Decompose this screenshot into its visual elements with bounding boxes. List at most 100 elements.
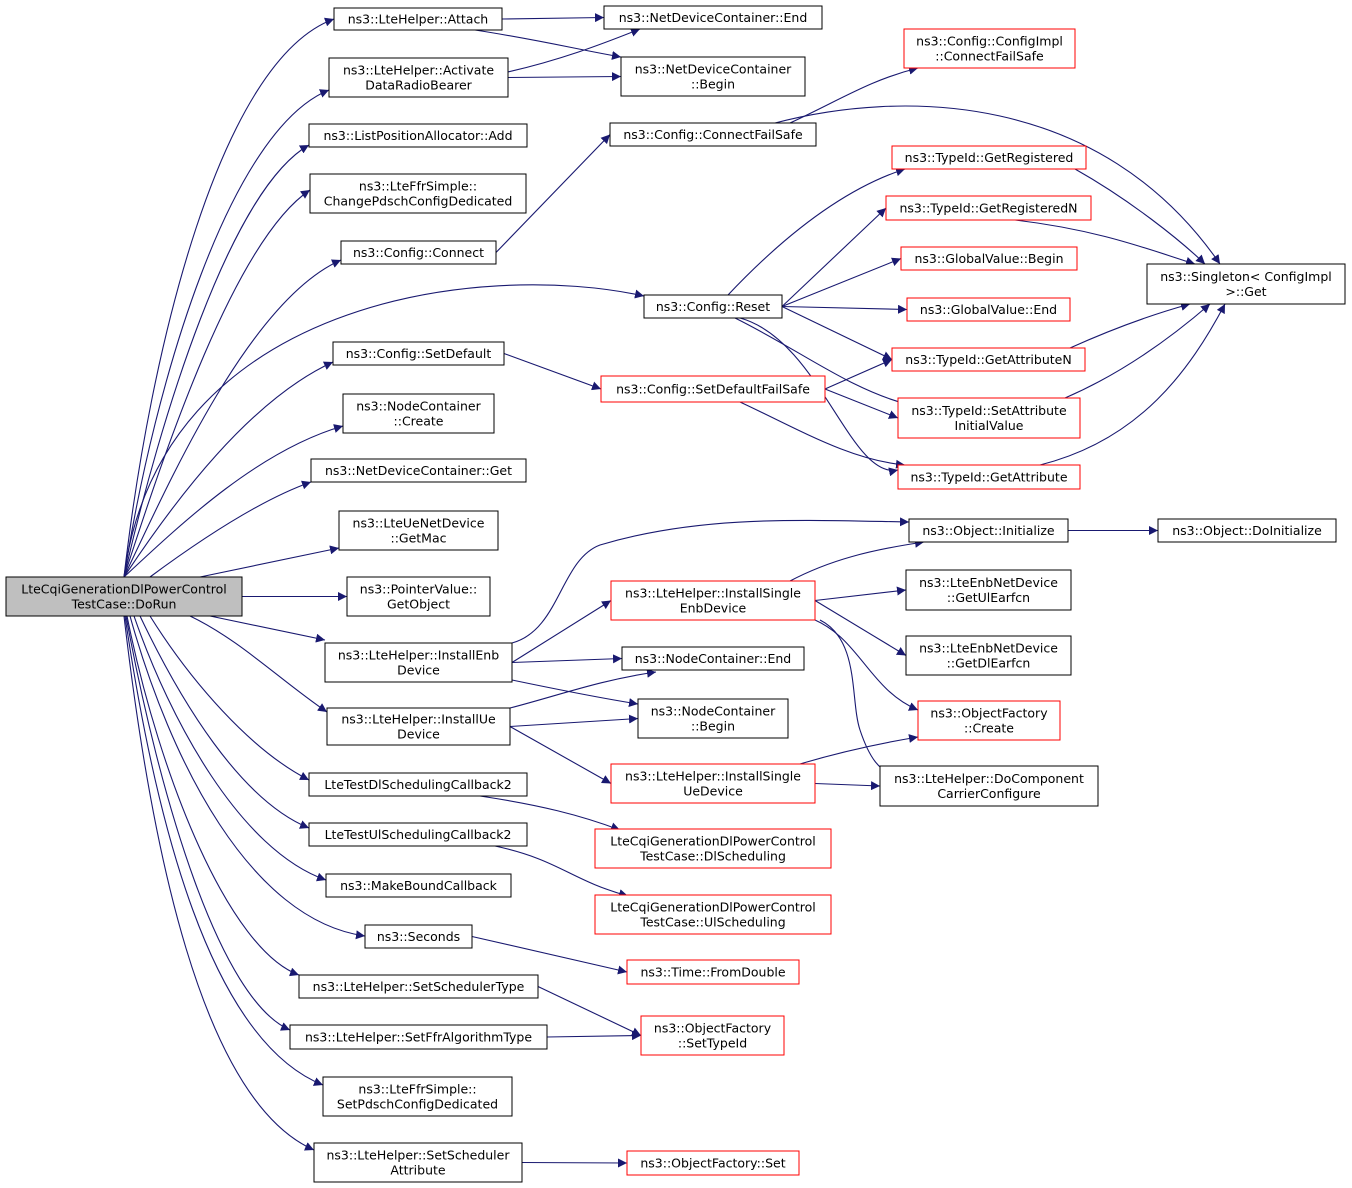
node-gv_begin[interactable]: ns3::GlobalValue::Begin [900,246,1078,271]
node-box [322,1076,513,1117]
node-cfg_connect[interactable]: ns3::Config::Connect [340,240,497,265]
node-cfgimpl_cfs[interactable]: ns3::Config::ConfigImpl::ConnectFailSafe [903,28,1076,69]
node-label-line: ns3::NodeContainer [651,704,776,719]
node-ffr_change[interactable]: ns3::LteFfrSimple::ChangePdschConfigDedi… [309,173,527,214]
node-cfg_sdfs[interactable]: ns3::Config::SetDefaultFailSafe [600,375,826,403]
node-box [309,173,527,214]
node-box [324,642,513,683]
node-nc_end[interactable]: ns3::NodeContainer::End [621,646,805,671]
node-seconds[interactable]: ns3::Seconds [364,924,473,949]
edge-activate-to-ndc_end [507,28,641,73]
node-of_settypeid[interactable]: ns3::ObjectFactory::SetTypeId [640,1015,785,1056]
node-set_ffr_type[interactable]: ns3::LteHelper::SetFfrAlgorithmType [289,1024,548,1050]
node-label-line: ns3::LteEnbNetDevice [919,575,1058,590]
node-label-line: ns3::TypeId::SetAttribute [911,403,1067,418]
node-set_sched_type[interactable]: ns3::LteHelper::SetSchedulerType [298,974,539,999]
node-ul_cb2[interactable]: LteTestUlSchedulingCallback2 [308,822,528,847]
node-enb_ulearfcn[interactable]: ns3::LteEnbNetDevice::GetUlEarfcn [905,569,1072,611]
edge-activate-to-ndc_begin [507,72,622,82]
node-enb_dlearfcn[interactable]: ns3::LteEnbNetDevice::GetDlEarfcn [905,635,1072,676]
node-label-line: ::SetTypeId [678,1036,747,1051]
edge-cfg_sdfs-to-tid_setattr [824,388,899,419]
edge-root-to-set_ffr_type [125,615,291,1031]
edge-install_ue-to-inst_single_ue [509,726,612,784]
node-attach[interactable]: ns3::LteHelper::Attach [333,7,503,31]
node-pv_getobj[interactable]: ns3::PointerValue::GetObject [346,576,491,617]
node-label-line: DataRadioBearer [365,78,472,93]
node-ffr_setpdsch[interactable]: ns3::LteFfrSimple::SetPdschConfigDedicat… [322,1076,513,1117]
node-cfg_cfs[interactable]: ns3::Config::ConnectFailSafe [609,122,817,147]
node-obj_init[interactable]: ns3::Object::Initialize [908,518,1069,543]
node-doccconf[interactable]: ns3::LteHelper::DoComponentCarrierConfig… [879,765,1099,807]
node-gv_end[interactable]: ns3::GlobalValue::End [906,297,1071,322]
node-box [603,5,823,30]
edge-cfg_setdefault-to-cfg_sdfs [503,352,602,391]
node-box [298,974,539,999]
edge-seconds-to-time_fromdouble [471,935,628,975]
edge-root-to-ue_getmac [199,545,340,578]
edge-root-to-lpa_add [123,144,310,578]
node-nc_create[interactable]: ns3::NodeContainer::Create [342,393,495,434]
node-of_set[interactable]: ns3::ObjectFactory::Set [626,1150,800,1176]
node-label-line: LteTestUlSchedulingCallback2 [325,827,512,842]
edge-cfg_reset-to-tid_setattr [734,317,911,408]
node-cfg_setdefault[interactable]: ns3::Config::SetDefault [332,341,505,366]
node-ulsched[interactable]: LteCqiGenerationDlPowerControlTestCase::… [594,894,832,935]
node-label-line: ns3::LteHelper::Activate [343,63,494,78]
edge-root-to-ffr_change [123,189,311,578]
node-box [342,393,495,434]
node-box [637,698,789,739]
node-ndc_begin[interactable]: ns3::NetDeviceContainer::Begin [620,56,806,97]
node-nc_begin[interactable]: ns3::NodeContainer::Begin [637,698,789,739]
node-tid_getattrn[interactable]: ns3::TypeId::GetAttributeN [891,347,1086,372]
node-label-line: ::Create [394,414,444,429]
node-box [1157,518,1337,543]
edge-ul_cb2-to-ulsched [494,845,629,898]
node-tid_getreg[interactable]: ns3::TypeId::GetRegistered [891,145,1087,170]
node-label-line: ns3::Config::SetDefaultFailSafe [616,382,810,397]
node-ndc_end[interactable]: ns3::NetDeviceContainer::End [603,5,823,30]
node-label-line: ::GetUlEarfcn [947,590,1030,605]
node-label-line: ns3::TypeId::GetAttributeN [905,352,1071,367]
node-dlsched[interactable]: LteCqiGenerationDlPowerControlTestCase::… [594,828,832,869]
node-root[interactable]: LteCqiGenerationDlPowerControlTestCase::… [5,576,243,617]
node-label-line: ::Begin [691,77,735,92]
node-box [308,772,528,797]
node-makebound[interactable]: ns3::MakeBoundCallback [325,873,512,898]
node-time_fromdouble[interactable]: ns3::Time::FromDouble [626,959,800,985]
node-label-line: ::GetDlEarfcn [947,656,1031,671]
node-label-line: ns3::ObjectFactory::Set [640,1156,785,1171]
node-tid_getattr[interactable]: ns3::TypeId::GetAttribute [897,464,1081,490]
edge-tid_getattr-to-singleton [1039,303,1226,466]
node-ue_getmac[interactable]: ns3::LteUeNetDevice::GetMac [338,510,499,551]
node-label-line: ChangePdschConfigDedicated [324,194,513,209]
node-box [903,28,1076,69]
node-tid_getregn[interactable]: ns3::TypeId::GetRegisteredN [885,195,1092,221]
node-label-line: LteCqiGenerationDlPowerControl [21,582,227,597]
node-obj_doinit[interactable]: ns3::Object::DoInitialize [1157,518,1337,543]
edge-root-to-ndc_get [149,480,312,578]
node-singleton[interactable]: ns3::Singleton< ConfigImpl>::Get [1146,263,1346,305]
node-label-line: ns3::Config::Reset [656,299,770,314]
node-dl_cb2[interactable]: LteTestDlSchedulingCallback2 [308,772,528,797]
node-cfg_reset[interactable]: ns3::Config::Reset [643,294,783,319]
node-label-line: ns3::LteEnbNetDevice [919,641,1058,656]
node-lpa_add[interactable]: ns3::ListPositionAllocator::Add [308,123,528,148]
edge-install_enb-to-nc_end [511,654,623,664]
node-of_create[interactable]: ns3::ObjectFactory::Create [917,700,1061,741]
edge-root-to-install_ue [189,615,328,713]
node-box [325,873,512,898]
node-label-line: ns3::LteUeNetDevice [353,516,485,531]
node-label-line: Device [397,663,440,678]
node-label-line: >::Get [1225,284,1266,299]
edge-install_ue-to-nc_begin [509,714,639,728]
node-ndc_get[interactable]: ns3::NetDeviceContainer::Get [310,458,527,483]
node-label-line: ns3::ObjectFactory [930,706,1048,721]
